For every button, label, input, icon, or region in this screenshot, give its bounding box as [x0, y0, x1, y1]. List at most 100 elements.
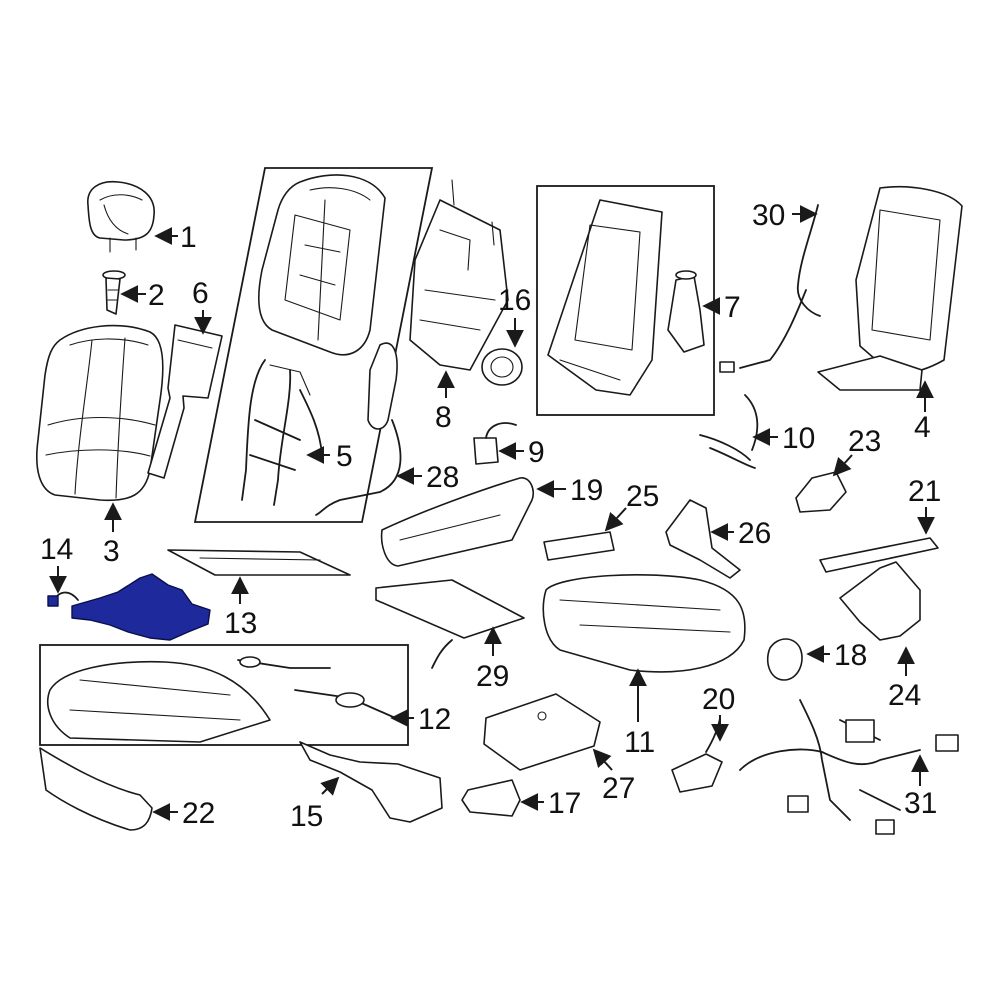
part-side-cover-15[interactable]	[299, 741, 443, 823]
callout-6: 6	[192, 277, 212, 335]
part-seat-side-trim[interactable]	[380, 477, 535, 567]
callout-22: 22	[152, 797, 215, 830]
callout-24: 24	[888, 646, 921, 712]
group-box-12	[39, 644, 409, 746]
callout-label: 18	[834, 639, 867, 672]
callout-label: 3	[103, 535, 120, 568]
callout-23: 23	[832, 425, 881, 477]
callout-2: 2	[120, 279, 165, 312]
callout-label: 26	[738, 517, 771, 550]
callout-20: 20	[702, 683, 735, 742]
callout-28: 28	[396, 461, 459, 494]
callout-14: 14	[40, 533, 73, 594]
callout-label: 25	[626, 480, 659, 513]
callout-label: 29	[476, 660, 509, 693]
part-side-airbag-harness[interactable]	[315, 342, 402, 516]
part-knob-18[interactable]	[766, 638, 803, 681]
callout-15: 15	[290, 776, 340, 833]
callout-label: 9	[528, 436, 545, 469]
callout-17: 17	[520, 787, 581, 820]
part-back-heater-pad[interactable]	[147, 324, 223, 479]
callout-label: 15	[290, 800, 323, 833]
part-harness-10[interactable]	[699, 394, 759, 469]
part-back-board[interactable]	[409, 179, 509, 371]
part-heater-wires-12[interactable]	[237, 656, 401, 721]
callout-18: 18	[806, 639, 867, 672]
callout-label: 1	[180, 221, 197, 254]
callout-19: 19	[536, 474, 603, 507]
part-heater-mat-13[interactable]	[167, 549, 351, 576]
part-control-unit-27[interactable]	[483, 693, 601, 771]
part-harness-14-highlighted[interactable]	[47, 573, 211, 641]
callout-label: 11	[624, 726, 655, 759]
callout-label: 19	[570, 474, 603, 507]
highlighted-part-body	[71, 573, 211, 641]
callout-29: 29	[476, 626, 509, 693]
callout-21: 21	[908, 475, 941, 535]
callout-label: 5	[336, 440, 353, 473]
callout-label: 14	[40, 533, 73, 566]
callout-label: 21	[908, 475, 941, 508]
part-seat-pan-29[interactable]	[375, 579, 525, 669]
callout-8: 8	[435, 370, 455, 434]
part-lumbar-ring[interactable]	[481, 348, 523, 386]
part-headrest[interactable]	[87, 180, 155, 253]
part-headrest-guide[interactable]	[102, 270, 126, 315]
callout-27: 27	[592, 748, 635, 805]
part-back-frame-wires[interactable]	[241, 359, 323, 506]
callout-label: 31	[904, 787, 937, 820]
callout-label: 10	[782, 422, 815, 455]
callout-3: 3	[103, 502, 122, 568]
callout-label: 28	[426, 461, 459, 494]
callout-label: 20	[702, 683, 735, 716]
part-seat-back-pad[interactable]	[258, 174, 386, 356]
callout-9: 9	[498, 436, 545, 469]
part-seat-cushion-pad-12[interactable]	[46, 660, 271, 743]
callout-11: 11	[624, 668, 655, 759]
part-seat-cushion-11[interactable]	[542, 574, 746, 673]
callout-label: 16	[498, 284, 531, 317]
callout-label: 27	[602, 772, 635, 805]
callout-label: 22	[182, 797, 215, 830]
part-bracket-17[interactable]	[461, 779, 521, 817]
part-main-harness-31[interactable]	[739, 699, 959, 835]
callout-label: 4	[914, 411, 931, 444]
part-bracket-26[interactable]	[665, 499, 741, 579]
callout-16: 16	[498, 284, 531, 348]
part-trim-24[interactable]	[839, 561, 921, 641]
callout-label: 12	[418, 703, 451, 736]
part-clip-23[interactable]	[795, 471, 847, 513]
callout-7: 7	[702, 291, 741, 324]
callout-31: 31	[904, 754, 937, 820]
part-recliner-motor[interactable]	[667, 270, 705, 353]
part-back-frame[interactable]	[547, 199, 663, 396]
callout-label: 23	[848, 425, 881, 458]
callout-12: 12	[390, 703, 451, 736]
callout-10: 10	[752, 422, 815, 455]
part-rail-cover-21[interactable]	[819, 537, 939, 573]
part-front-trim-22[interactable]	[39, 747, 153, 831]
group-box-5	[193, 167, 434, 523]
part-back-panel[interactable]	[817, 186, 963, 391]
part-seat-back-cover[interactable]	[36, 324, 164, 502]
callout-30: 30	[752, 199, 818, 232]
callout-label: 17	[548, 787, 581, 820]
callout-label: 8	[435, 401, 452, 434]
part-switch-25[interactable]	[543, 531, 615, 561]
callout-25: 25	[604, 480, 659, 532]
callout-label: 30	[752, 199, 785, 232]
callout-4: 4	[914, 380, 934, 444]
part-switch-connector[interactable]	[473, 422, 517, 465]
callout-13: 13	[224, 576, 257, 640]
callout-label: 2	[148, 279, 165, 312]
callout-26: 26	[710, 517, 771, 550]
callout-1: 1	[154, 221, 197, 254]
part-cable-30[interactable]	[719, 204, 821, 373]
callout-label: 13	[224, 607, 257, 640]
part-connector-20[interactable]	[671, 717, 723, 793]
callout-label: 7	[724, 291, 741, 324]
callout-5: 5	[306, 440, 353, 473]
callout-label: 24	[888, 679, 921, 712]
callout-label: 6	[192, 277, 209, 310]
